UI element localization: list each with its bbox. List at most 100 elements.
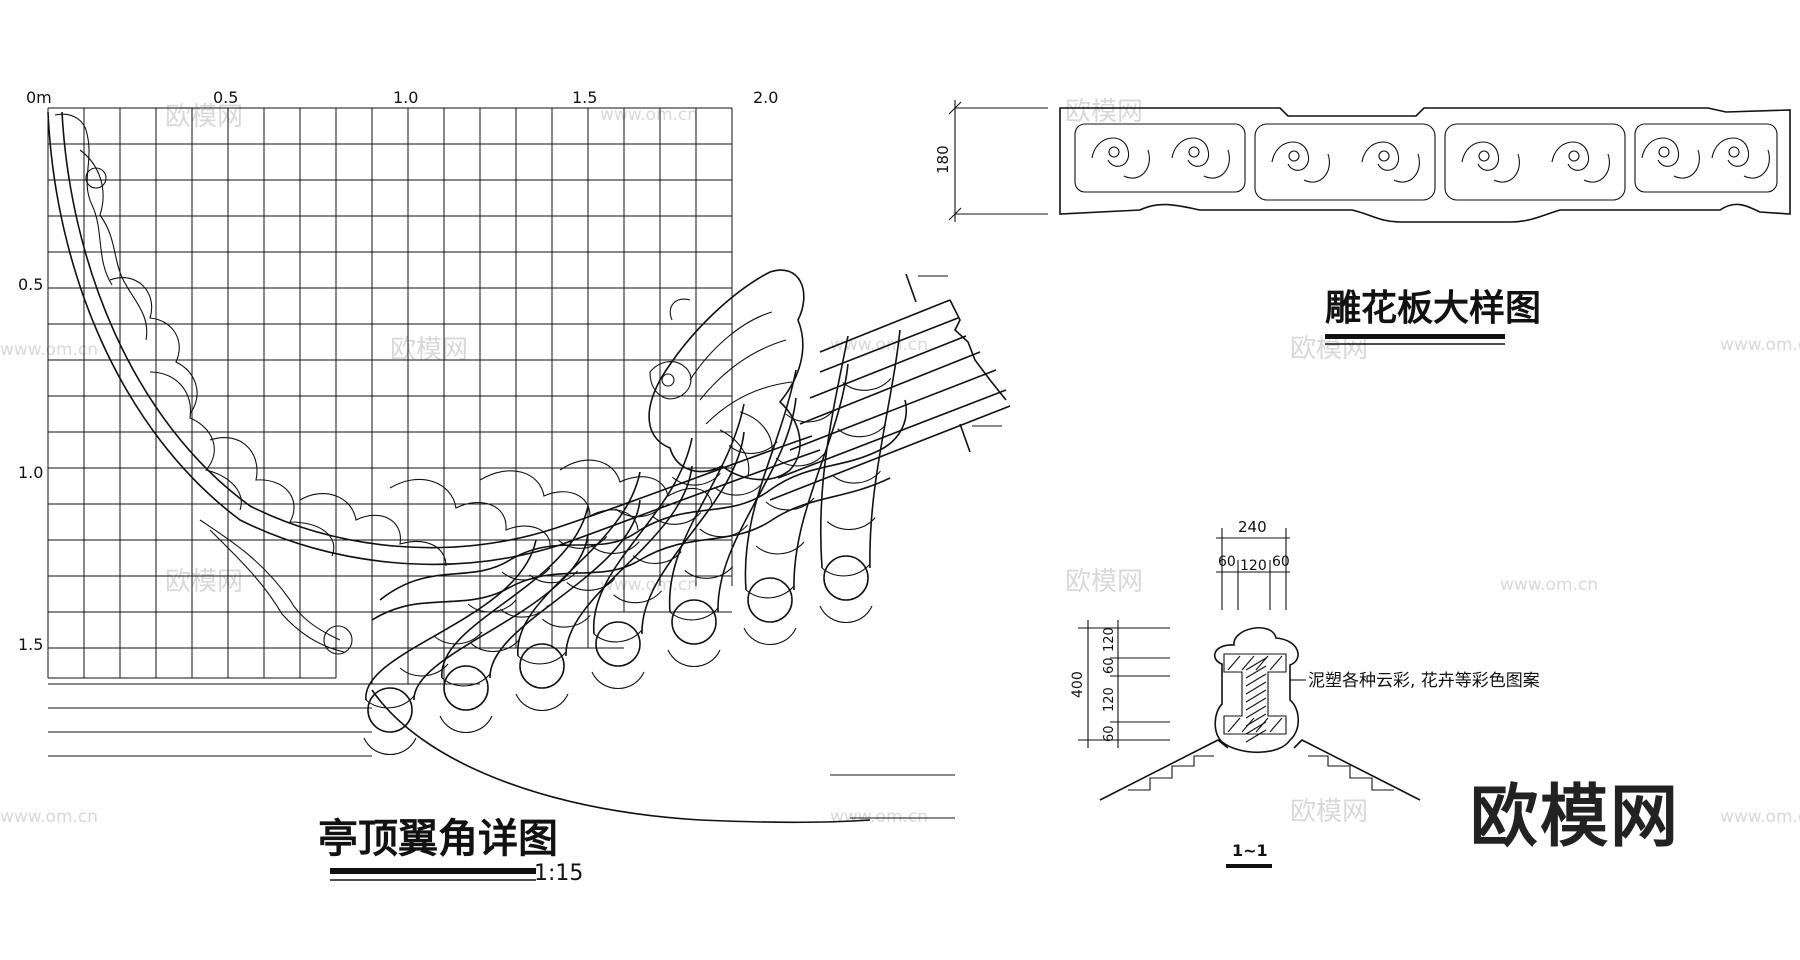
scroll-carving (1743, 149, 1770, 179)
section-title-underline (1226, 864, 1272, 868)
corner-detail-title-block: 亭顶翼角详图 1:15 (318, 816, 583, 886)
tile-row-edge (744, 369, 797, 591)
corner-detail-title: 亭顶翼角详图 (318, 816, 558, 862)
section-top-part-dim: 60 (1272, 554, 1290, 570)
tile-course-line (615, 504, 665, 518)
carved-panel-drawing: 180 雕花板大样图 (934, 100, 1791, 345)
watermark-url: www.om.cn (600, 575, 698, 595)
tile-drip-edge (363, 737, 417, 755)
brand-logo-text: 欧模网 (1470, 778, 1680, 857)
scroll-carving (1493, 153, 1520, 183)
hatch-line (1245, 689, 1267, 703)
watermark-url: www.om.cn (600, 105, 698, 125)
tile-course-line (699, 524, 749, 538)
hatch-line (1255, 717, 1269, 733)
scroll-carving (1203, 149, 1230, 179)
watermark-url: www.om.cn (1500, 575, 1598, 595)
tile-row-edge (489, 499, 641, 679)
roof-tiles (363, 329, 907, 755)
tile-course-line (593, 629, 643, 643)
ruler-x-tick: 1.5 (572, 88, 597, 107)
corner-detail-scale: 1:15 (534, 861, 583, 886)
scroll-carving-eye (1288, 150, 1300, 162)
section-top-part-dim: 120 (1240, 558, 1267, 574)
scroll-carving (1271, 141, 1310, 171)
tile-drip-edge (439, 715, 493, 733)
tile-row-edge (641, 431, 745, 635)
tile-row-edge (593, 437, 693, 635)
tile-end-cap (747, 577, 793, 623)
watermark-url: www.om.cn (0, 807, 98, 827)
tile-course-line (842, 378, 892, 391)
ruler-y-tick: 1.5 (18, 635, 43, 654)
section-side-part-dim: 120 (1102, 627, 1117, 652)
tile-ridge-wave (371, 477, 891, 621)
ridge-ornament (47, 111, 821, 655)
tile-course-line (832, 470, 881, 484)
watermark-brand: 欧模网 (1065, 97, 1143, 127)
section-side-total-dim: 400 (1070, 671, 1086, 698)
section-top-total-dim: 240 (1238, 518, 1267, 536)
tile-course-line (470, 639, 520, 652)
tile-course-line (652, 512, 702, 525)
tile-course-line (775, 453, 825, 467)
tile-end-cap (519, 643, 565, 689)
tile-course-line (821, 563, 871, 577)
scroll-carving-eye (1728, 146, 1740, 158)
tile-ridge-wave (379, 399, 907, 601)
tile-course-line (365, 695, 415, 709)
panel-height-dimension: 180 (934, 145, 952, 174)
watermark-brand: 欧模网 (165, 102, 243, 132)
tile-course-line (826, 517, 876, 530)
tile-course-line (714, 482, 763, 496)
hatch-line (1245, 657, 1267, 671)
tile-drip-edge (515, 693, 569, 711)
tile-course-line (632, 551, 682, 564)
scroll-carving (1123, 149, 1150, 179)
hatch-line (1227, 717, 1241, 733)
tile-row-edge (517, 471, 641, 657)
watermark-brand: 欧模网 (1290, 797, 1368, 827)
watermark-url: www.om.cn (1720, 335, 1800, 355)
scroll-carving (1583, 153, 1610, 183)
scroll-carving (1303, 153, 1330, 183)
tile-course-line (399, 663, 449, 677)
tile-course-line (745, 585, 795, 599)
tile-course-line (590, 541, 640, 554)
carved-panel-title: 雕花板大样图 (1325, 288, 1541, 329)
tile-row-edge (441, 505, 589, 679)
scroll-carving (1091, 137, 1130, 167)
tile-course-line (433, 631, 483, 645)
tile-course-line (501, 567, 551, 581)
ruler-y-tick: 1.0 (18, 463, 43, 482)
scroll-carving (1361, 141, 1400, 171)
tile-end-cap (671, 599, 717, 645)
panel-title-underline-thick (1325, 334, 1505, 339)
tile-course-line (669, 607, 719, 621)
tile-course-line (467, 599, 517, 613)
tile-row-edge (793, 363, 849, 591)
tile-row-edge (717, 397, 797, 613)
hatch-line (1245, 665, 1267, 679)
scroll-carving (1171, 137, 1210, 167)
tile-drip-edge (819, 605, 873, 623)
section-top-part-dim: 60 (1218, 554, 1236, 570)
tile-drip-edge (591, 671, 645, 689)
tile-end-cap (595, 621, 641, 667)
tile-course-line (542, 614, 591, 628)
scroll-carving (1711, 137, 1750, 167)
watermark-brand: 欧模网 (165, 567, 243, 597)
watermark-url: www.om.cn (0, 340, 98, 360)
tile-row-edge (819, 335, 849, 569)
panel-scroll-carvings (1091, 137, 1770, 183)
watermark-layer: 欧模网 欧模网 欧模网 欧模网 欧模网 欧模网 欧模网 www.om.cn ww… (0, 97, 1800, 827)
dragon-head-ornament (648, 269, 805, 481)
hatch-line (1241, 717, 1255, 733)
section-side-part-dim: 120 (1102, 687, 1117, 712)
tile-row-edge (668, 403, 745, 613)
tile-course-line (566, 578, 616, 591)
hatch-line (1245, 697, 1267, 711)
section-title: 1~1 (1232, 841, 1268, 860)
eave-sweep (371, 689, 955, 824)
